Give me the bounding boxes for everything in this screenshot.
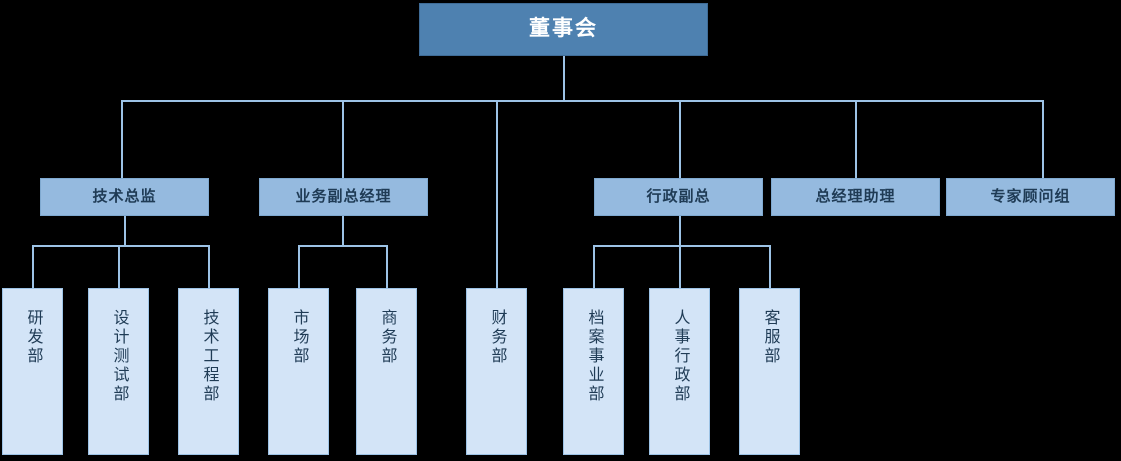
org-node-commerce-dept[interactable]: 商务部: [356, 288, 417, 455]
connector-drop-expert-group: [1042, 100, 1044, 178]
connector-drop-commerce-dept: [386, 245, 388, 288]
org-node-label: 设计测试部: [110, 309, 128, 404]
org-node-label: 董事会: [529, 17, 598, 41]
org-node-rnd-dept[interactable]: 研发部: [2, 288, 63, 455]
connector-drop-hr-admin-dept: [679, 245, 681, 288]
org-node-label: 财务部: [488, 309, 506, 366]
org-node-label: 市场部: [290, 309, 308, 366]
connector-drop-archive-division: [593, 245, 595, 288]
org-node-customer-service-dept[interactable]: 客服部: [739, 288, 800, 455]
connector-drop-rnd-dept: [32, 245, 34, 288]
connector-tech-stem: [124, 216, 126, 246]
connector-drop-design-test-dept: [118, 245, 120, 288]
org-node-label: 技术总监: [92, 188, 157, 206]
org-node-design-test-dept[interactable]: 设计测试部: [88, 288, 149, 455]
org-node-expert-group[interactable]: 专家顾问组: [946, 178, 1115, 216]
org-node-label: 行政副总: [646, 188, 711, 206]
org-node-marketing-dept[interactable]: 市场部: [268, 288, 329, 455]
org-node-admin-vp[interactable]: 行政副总: [594, 178, 763, 216]
org-node-label: 研发部: [24, 309, 42, 366]
org-node-label: 人事行政部: [671, 309, 689, 404]
org-node-finance-dept[interactable]: 财务部: [466, 288, 527, 455]
org-node-label: 业务副总经理: [295, 188, 392, 206]
connector-drop-tech-engineering-dept: [208, 245, 210, 288]
connector-business-bus: [298, 245, 388, 247]
org-node-tech-engineering-dept[interactable]: 技术工程部: [178, 288, 239, 455]
connector-drop-tech-director: [121, 100, 123, 178]
connector-drop-marketing-dept: [298, 245, 300, 288]
org-node-label: 专家顾问组: [990, 188, 1071, 206]
connector-top-bus: [121, 100, 1044, 102]
org-node-archive-division[interactable]: 档案事业部: [563, 288, 624, 455]
connector-admin-bus: [593, 245, 771, 247]
org-node-label: 客服部: [761, 309, 779, 366]
connector-drop-gm-assistant: [855, 100, 857, 178]
connector-tech-bus: [32, 245, 210, 247]
connector-drop-business-vp: [342, 100, 344, 178]
connector-business-stem: [342, 216, 344, 246]
org-node-label: 总经理助理: [815, 188, 896, 206]
connector-drop-admin-vp: [679, 100, 681, 178]
org-node-gm-assistant[interactable]: 总经理助理: [771, 178, 940, 216]
org-node-business-vp[interactable]: 业务副总经理: [259, 178, 428, 216]
connector-root-stem: [563, 56, 565, 101]
org-node-label: 档案事业部: [585, 309, 603, 404]
org-node-label: 商务部: [378, 309, 396, 366]
org-node-tech-director[interactable]: 技术总监: [40, 178, 209, 216]
connector-drop-finance-dept: [496, 100, 498, 288]
org-node-hr-admin-dept[interactable]: 人事行政部: [649, 288, 710, 455]
connector-admin-stem: [679, 216, 681, 246]
org-node-root-board[interactable]: 董事会: [419, 3, 708, 56]
connector-drop-customer-service-dept: [769, 245, 771, 288]
org-node-label: 技术工程部: [200, 309, 218, 404]
